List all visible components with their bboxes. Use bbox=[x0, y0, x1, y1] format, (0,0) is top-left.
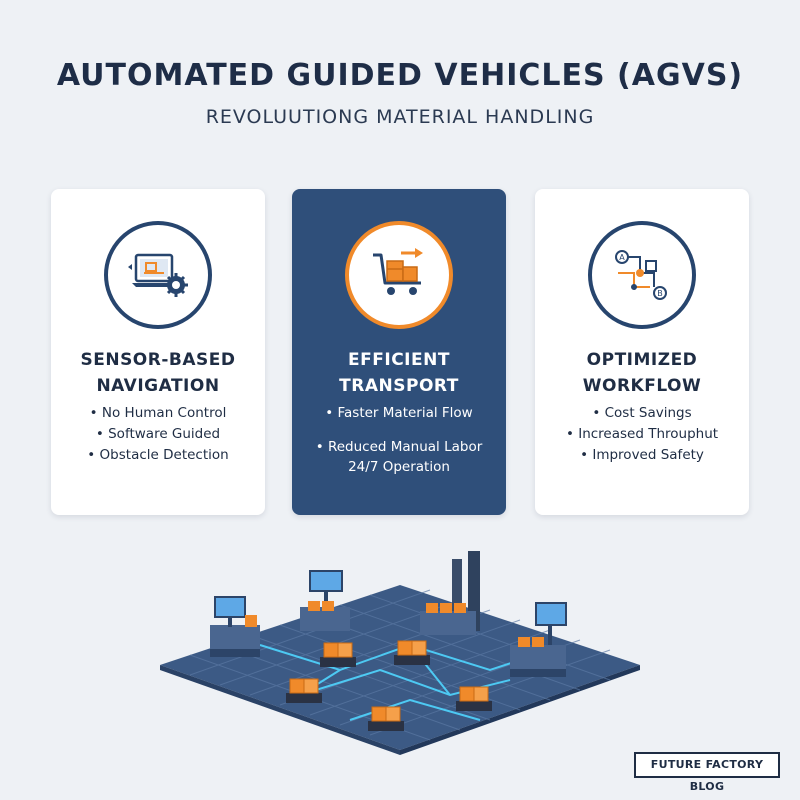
card-title-line-1: SENSOR-BASED bbox=[80, 350, 236, 370]
feature-card-workflow: A B OPTIMIZED WORKFLOW • Cost Savings • … bbox=[535, 189, 749, 515]
bullet-item: • Obstacle Detection bbox=[87, 447, 229, 463]
bullet-item: 24/7 Operation bbox=[348, 459, 450, 475]
feature-card-navigation: SENSOR-BASED NAVIGATION • No Human Contr… bbox=[51, 189, 265, 515]
bullet-item: • Faster Material Flow bbox=[325, 405, 473, 421]
bullet-item: • Increased Throuphut bbox=[565, 426, 719, 442]
bullet-item: • Reduced Manual Labor bbox=[315, 439, 483, 455]
feature-card-transport: EFFICIENT TRANSPORT • Faster Material Fl… bbox=[292, 189, 506, 515]
card-title-line-2: WORKFLOW bbox=[582, 376, 702, 396]
cart-boxes-icon bbox=[345, 221, 453, 329]
card-bullet-list: • Faster Material Flow • Reduced Manual … bbox=[292, 403, 506, 477]
card-title-line-1: OPTIMIZED bbox=[586, 350, 698, 370]
bullet-item: • No Human Control bbox=[89, 405, 227, 421]
workflow-nodes-icon: A B bbox=[588, 221, 696, 329]
card-bullet-list: • No Human Control • Software Guided • O… bbox=[51, 403, 265, 466]
laptop-gear-icon bbox=[104, 221, 212, 329]
card-title: SENSOR-BASED NAVIGATION bbox=[51, 347, 265, 399]
card-title-line-2: NAVIGATION bbox=[96, 376, 220, 396]
card-title-line-1: EFFICIENT bbox=[348, 350, 450, 370]
bullet-item: • Cost Savings bbox=[592, 405, 692, 421]
card-title-line-2: TRANSPORT bbox=[339, 376, 459, 396]
bullet-spacer bbox=[292, 423, 506, 437]
svg-text:A: A bbox=[619, 253, 625, 262]
bullet-item: • Improved Safety bbox=[580, 447, 704, 463]
svg-text:B: B bbox=[657, 289, 663, 298]
bullet-item: • Software Guided bbox=[95, 426, 221, 442]
page-subtitle: REVOLUUTIONG MATERIAL HANDLING bbox=[205, 106, 595, 128]
card-title: OPTIMIZED WORKFLOW bbox=[535, 347, 749, 399]
page-title: AUTOMATED GUIDED VEHICLES (AGVS) bbox=[56, 58, 744, 93]
card-title: EFFICIENT TRANSPORT bbox=[292, 347, 506, 399]
factory-floor-illustration bbox=[150, 545, 650, 755]
card-bullet-list: • Cost Savings • Increased Throuphut • I… bbox=[535, 403, 749, 466]
blog-badge: FUTURE FACTORY BLOG bbox=[634, 752, 780, 793]
